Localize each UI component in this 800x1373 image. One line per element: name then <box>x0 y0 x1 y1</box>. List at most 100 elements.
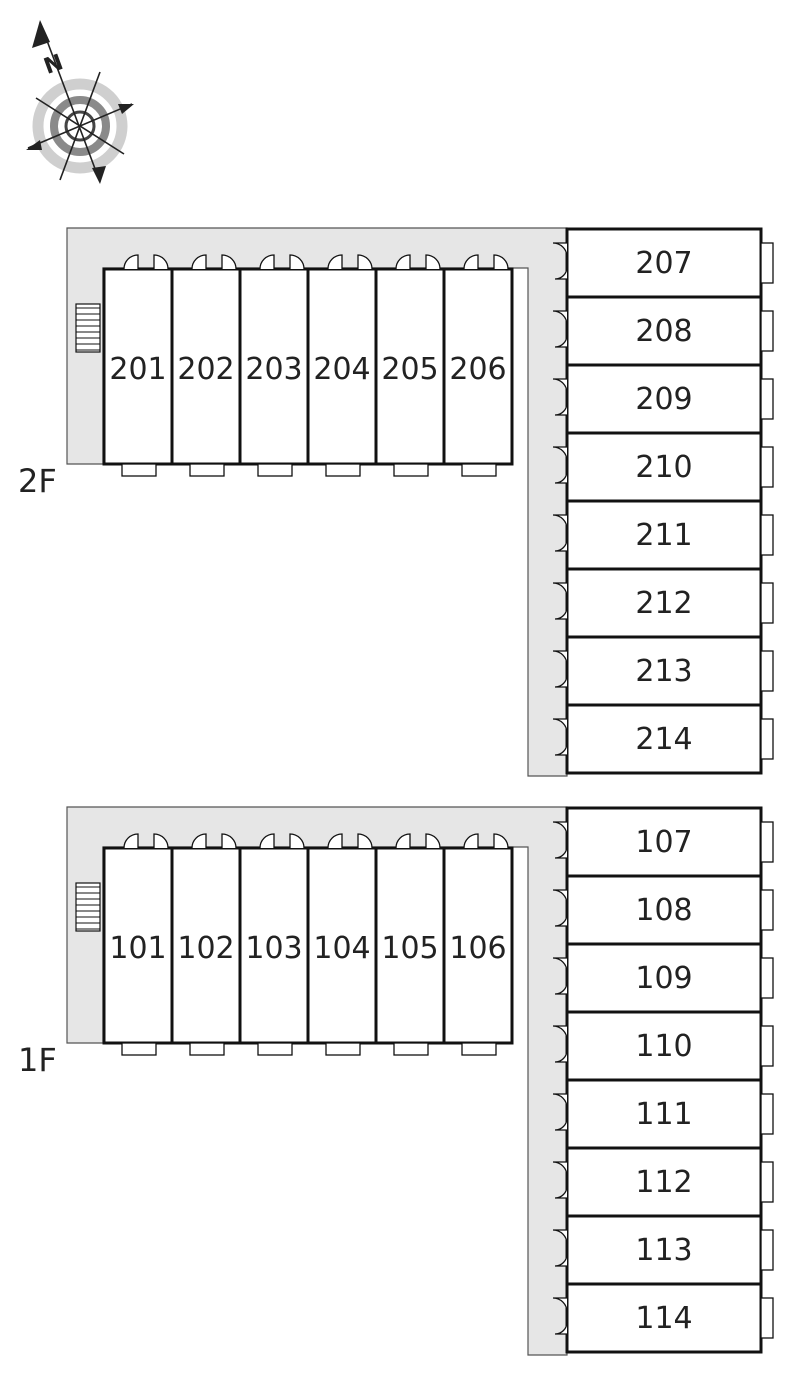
unit-205[interactable]: 205 <box>374 254 446 477</box>
unit-108[interactable]: 108 <box>552 874 774 946</box>
unit-label: 201 <box>109 352 166 387</box>
unit-106[interactable]: 106 <box>442 833 514 1056</box>
balcony <box>461 1042 497 1056</box>
balcony <box>189 1042 225 1056</box>
unit-114[interactable]: 114 <box>552 1282 774 1354</box>
unit-label: 102 <box>177 931 234 966</box>
unit-201[interactable]: 201 <box>102 254 174 477</box>
unit-206[interactable]: 206 <box>442 254 514 477</box>
unit-105[interactable]: 105 <box>374 833 446 1056</box>
balcony <box>760 957 774 999</box>
door-icon <box>259 254 275 270</box>
unit-110[interactable]: 110 <box>552 1010 774 1082</box>
door-icon <box>552 1093 568 1109</box>
unit-label: 109 <box>635 961 692 996</box>
unit-room <box>565 703 763 775</box>
unit-211[interactable]: 211 <box>552 499 774 571</box>
unit-209[interactable]: 209 <box>552 363 774 435</box>
door-icon <box>463 833 479 849</box>
unit-102[interactable]: 102 <box>170 833 242 1056</box>
unit-101[interactable]: 101 <box>102 833 174 1056</box>
door-icon <box>357 833 373 849</box>
unit-214[interactable]: 214 <box>552 703 774 775</box>
stairs-icon <box>75 882 101 932</box>
unit-107[interactable]: 107 <box>552 806 774 878</box>
unit-label: 206 <box>449 352 506 387</box>
door-icon <box>425 254 441 270</box>
unit-113[interactable]: 113 <box>552 1214 774 1286</box>
unit-label: 214 <box>635 722 692 757</box>
door-icon <box>554 1117 568 1131</box>
door-icon <box>191 833 207 849</box>
balcony <box>760 650 774 692</box>
door-icon <box>552 1161 568 1177</box>
unit-room <box>238 267 310 466</box>
unit-204[interactable]: 204 <box>306 254 378 477</box>
unit-room <box>374 267 446 466</box>
door-icon <box>554 1321 568 1335</box>
north-label: N <box>41 50 67 80</box>
unit-109[interactable]: 109 <box>552 942 774 1014</box>
unit-112[interactable]: 112 <box>552 1146 774 1218</box>
balcony <box>760 821 774 863</box>
door-icon <box>554 402 568 416</box>
door-icon <box>554 1253 568 1267</box>
balcony <box>257 1042 293 1056</box>
door-icon <box>554 845 568 859</box>
unit-label: 110 <box>635 1029 692 1064</box>
door-icon <box>552 1025 568 1041</box>
door-icon <box>552 446 568 462</box>
unit-207[interactable]: 207 <box>552 227 774 299</box>
door-icon <box>425 833 441 849</box>
unit-104[interactable]: 104 <box>306 833 378 1056</box>
door-icon <box>552 1229 568 1245</box>
door-icon <box>552 514 568 530</box>
unit-label: 114 <box>635 1301 692 1336</box>
floor-label: 1F <box>18 1041 57 1079</box>
balcony <box>461 463 497 477</box>
unit-room <box>306 267 378 466</box>
unit-210[interactable]: 210 <box>552 431 774 503</box>
balcony <box>121 463 157 477</box>
door-icon <box>554 742 568 756</box>
unit-label: 210 <box>635 450 692 485</box>
door-icon <box>552 1297 568 1313</box>
door-icon <box>552 310 568 326</box>
unit-label: 111 <box>635 1097 692 1132</box>
balcony <box>760 1093 774 1135</box>
door-icon <box>552 242 568 258</box>
unit-111[interactable]: 111 <box>552 1078 774 1150</box>
door-icon <box>552 378 568 394</box>
door-icon <box>493 254 509 270</box>
unit-label: 212 <box>635 586 692 621</box>
unit-203[interactable]: 203 <box>238 254 310 477</box>
unit-room <box>170 267 242 466</box>
door-icon <box>327 254 343 270</box>
unit-label: 207 <box>635 246 692 281</box>
unit-label: 113 <box>635 1233 692 1268</box>
unit-room <box>565 227 763 299</box>
unit-103[interactable]: 103 <box>238 833 310 1056</box>
door-icon <box>259 833 275 849</box>
door-icon <box>327 833 343 849</box>
unit-label: 205 <box>381 352 438 387</box>
unit-label: 211 <box>635 518 692 553</box>
balcony <box>760 1229 774 1271</box>
door-icon <box>221 254 237 270</box>
balcony <box>760 582 774 624</box>
door-icon <box>221 833 237 849</box>
door-icon <box>554 538 568 552</box>
unit-label: 112 <box>635 1165 692 1200</box>
unit-208[interactable]: 208 <box>552 295 774 367</box>
door-icon <box>357 254 373 270</box>
unit-212[interactable]: 212 <box>552 567 774 639</box>
unit-room <box>565 1282 763 1354</box>
balcony <box>760 1297 774 1339</box>
door-icon <box>554 606 568 620</box>
unit-213[interactable]: 213 <box>552 635 774 707</box>
unit-202[interactable]: 202 <box>170 254 242 477</box>
door-icon <box>552 957 568 973</box>
stairs-icon <box>75 303 101 353</box>
